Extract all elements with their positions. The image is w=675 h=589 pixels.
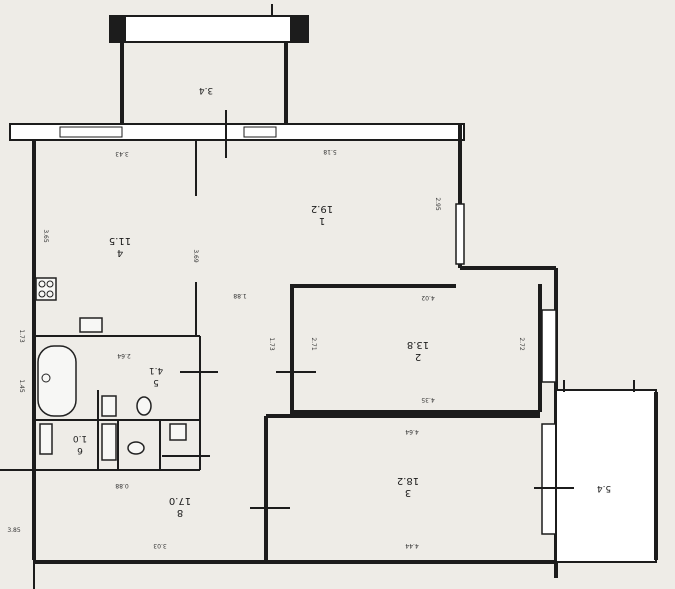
dim-bedroom2-bottom: 4.44 [405,542,419,549]
dim-bedroom-top: 4.02 [421,294,435,301]
dim-bathroom-top: 2.64 [117,352,131,359]
loggia-right-area: 5.4 [597,483,612,493]
fixtures [35,277,187,461]
hall-number: 8 [177,507,183,518]
dim-corridor: 1.88 [233,292,247,299]
dim-living-top: 5.18 [323,148,337,155]
living-room-area: 19.2 [311,203,333,214]
dim-living-right: 2.95 [434,197,441,211]
loggia-right: 5.4 [555,380,658,563]
dim-bedroom-left: 2.71 [310,337,317,351]
dim-bathroom-right: 1.73 [268,337,275,351]
dim-hall-bottom: 3.03 [153,542,167,549]
room-labels: 11.5 4 19.2 1 13.8 2 4.1 5 1.0 6 17.0 8 … [73,203,430,518]
bedroom-middle-area: 13.8 [407,339,429,350]
balcony-top: 3.4 [109,4,309,128]
bedroom-bottom-area: 18.2 [397,475,419,486]
dim-left-edge: 3.85 [7,527,21,534]
dim-kitchen-top: 3.43 [115,150,129,157]
bathroom-area: 4.1 [149,365,163,375]
bedroom-bottom-number: 3 [405,487,411,498]
hall-area: 17.0 [169,495,191,506]
kitchen-number: 4 [117,247,123,258]
interior-walls [0,110,542,562]
dimension-labels: 3.43 5.18 2.95 3.65 3.69 1.88 2.64 1.73 … [7,148,525,549]
exterior-walls [9,123,558,589]
door-marks [162,371,574,509]
dim-kitchen-partition: 3.69 [192,249,199,263]
balcony-top-area: 3.4 [199,85,214,95]
dim-left-low: 1.45 [18,379,25,393]
toilet-number: 6 [77,445,83,455]
bedroom-middle-number: 2 [415,351,421,362]
dim-hall-top: 0.88 [115,482,129,489]
bathroom-number: 5 [153,377,159,387]
dim-bedroom-bottom: 4.35 [421,396,435,403]
dim-kitchen-left: 3.65 [42,229,49,243]
living-room-number: 1 [319,215,325,226]
toilet-area: 1.0 [73,433,88,443]
dim-left-mid: 1.73 [18,329,25,343]
dim-bedroom2-top: 4.64 [405,428,419,435]
dim-bedroom-right: 2.72 [518,337,525,351]
kitchen-area: 11.5 [109,235,131,246]
